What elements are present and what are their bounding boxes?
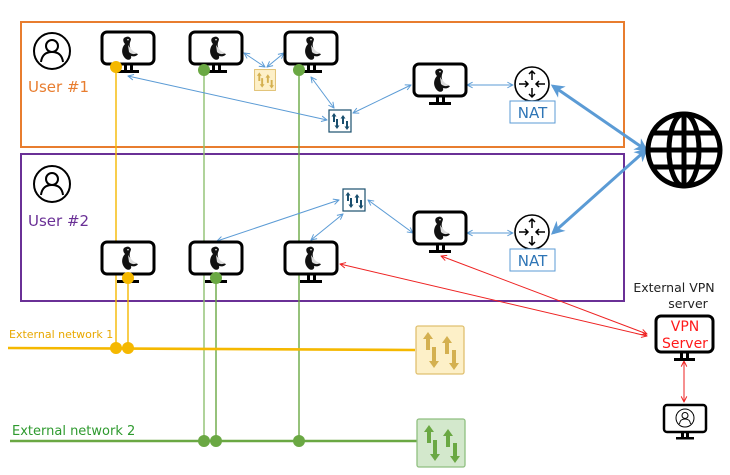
external-network-1-drops xyxy=(115,67,129,348)
user2-nat-label: NAT xyxy=(518,252,548,270)
user1-vm-2-monitor-icon[interactable] xyxy=(188,30,244,75)
vpn-caption-line2: server xyxy=(668,296,708,311)
vpn-links xyxy=(340,256,684,402)
external-network-1-switch-icon[interactable] xyxy=(415,325,465,375)
user1-avatar-icon xyxy=(33,32,71,70)
user1-nat-label: NAT xyxy=(518,104,548,122)
internet-globe-icon xyxy=(645,111,723,189)
internal-links xyxy=(128,53,513,241)
user1-vm-3-monitor-icon[interactable] xyxy=(283,30,339,75)
vpn-server-monitor-icon[interactable] xyxy=(654,314,715,361)
user1-router-icon[interactable] xyxy=(514,66,550,102)
user1-nat-box xyxy=(509,100,556,124)
user2-vm-3-monitor-icon[interactable] xyxy=(283,240,339,285)
user2-gateway-monitor-icon[interactable] xyxy=(412,210,468,255)
vpn-caption-line1: External VPN xyxy=(633,280,714,295)
vpn-client-monitor-icon[interactable] xyxy=(662,403,708,440)
user2-router-icon[interactable] xyxy=(514,214,550,250)
external-network-2-label: External network 2 xyxy=(12,424,135,439)
user2-label: User #2 xyxy=(28,212,89,230)
user1-vm-1-monitor-icon[interactable] xyxy=(100,30,156,75)
external-network-1-bus xyxy=(7,346,416,352)
internet-links xyxy=(550,84,649,235)
user1-internal-switch-icon[interactable] xyxy=(328,109,352,133)
user1-ext1-switch-icon[interactable] xyxy=(254,69,276,91)
user1-label: User #1 xyxy=(28,78,89,96)
user1-gateway-monitor-icon[interactable] xyxy=(412,62,468,107)
external-network-1-label: External network 1 xyxy=(9,328,113,341)
user2-avatar-icon xyxy=(33,165,71,203)
user2-internal-switch-icon[interactable] xyxy=(342,188,366,212)
attachment-dots xyxy=(110,61,305,447)
vpn-screen-line2: Server xyxy=(662,336,708,352)
external-network-2-switch-icon[interactable] xyxy=(416,418,466,468)
user2-nat-box xyxy=(509,248,556,272)
vpn-screen-line1: VPN xyxy=(671,319,700,335)
